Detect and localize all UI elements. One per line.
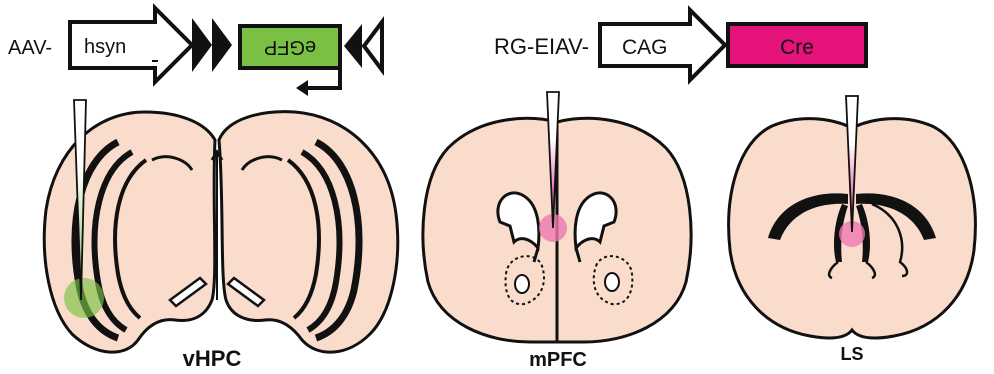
mpfc-right-commissure [605,273,619,291]
aav-prefix-label: AAV- [8,37,52,59]
vhpc-label: vHPC [183,346,242,371]
vhpc-right-hemisphere [219,112,398,352]
egfp-label: eGFP [264,36,316,58]
hsyn-tick-mark [152,60,158,62]
mpfc-brain-section: mPFC [423,92,691,371]
mpfc-left-commissure [515,275,529,293]
reverse-arrowhead [296,80,308,96]
reverse-orientation-arrow [308,68,340,88]
mpfc-label: mPFC [529,349,587,371]
hsyn-label: hsyn [84,36,126,58]
cag-label: CAG [622,36,668,59]
loxp-triangle-4 [364,22,382,70]
eiav-construct: RG-EIAV- CAG Cre [494,10,866,80]
loxp-triangle-1 [192,18,212,72]
vhpc-brain-section: vHPC [44,100,397,371]
loxp-triangle-3 [344,24,362,68]
aav-construct: AAV- hsyn eGFP [8,8,382,96]
ls-brain-section: LS [729,96,976,364]
cre-label: Cre [780,36,814,59]
eiav-prefix-label: RG-EIAV- [494,34,589,59]
vhpc-injection-site [64,278,104,318]
vhpc-left-hemisphere [44,112,215,352]
loxp-triangle-2 [212,18,232,72]
ls-label: LS [840,344,863,364]
